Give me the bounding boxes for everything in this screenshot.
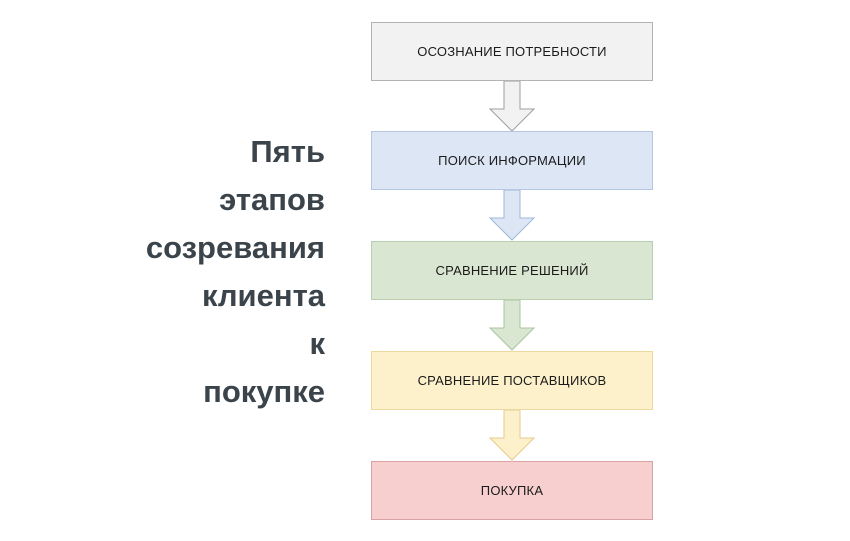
flow-arrow-down-icon <box>482 190 542 241</box>
flow-node-vendor-comparison[interactable]: СРАВНЕНИЕ ПОСТАВЩИКОВ <box>371 351 653 410</box>
flow-node-label: СРАВНЕНИЕ ПОСТАВЩИКОВ <box>417 372 607 388</box>
flow-arrow-down-icon <box>482 300 542 351</box>
flow-node-solution-comparison[interactable]: СРАВНЕНИЕ РЕШЕНИЙ <box>371 241 653 300</box>
flow-node-information-search[interactable]: ПОИСК ИНФОРМАЦИИ <box>371 131 653 190</box>
flow-node-label: ПОИСК ИНФОРМАЦИИ <box>438 152 586 168</box>
flow-arrow-down-icon <box>482 81 542 132</box>
flow-arrow-down-icon <box>482 410 542 461</box>
flow-node-awareness[interactable]: ОСОЗНАНИЕ ПОТРЕБНОСТИ <box>371 22 653 81</box>
flow-node-label: СРАВНЕНИЕ РЕШЕНИЙ <box>435 262 589 278</box>
process-flow: ОСОЗНАНИЕ ПОТРЕБНОСТИ ПОИСК ИНФОРМАЦИИ С… <box>371 22 653 521</box>
diagram-headline: Пять этапов созревания клиента к покупке <box>145 134 325 409</box>
flow-node-purchase[interactable]: ПОКУПКА <box>371 461 653 520</box>
flow-node-label: ПОКУПКА <box>480 482 544 498</box>
flow-node-label: ОСОЗНАНИЕ ПОТРЕБНОСТИ <box>417 43 607 59</box>
